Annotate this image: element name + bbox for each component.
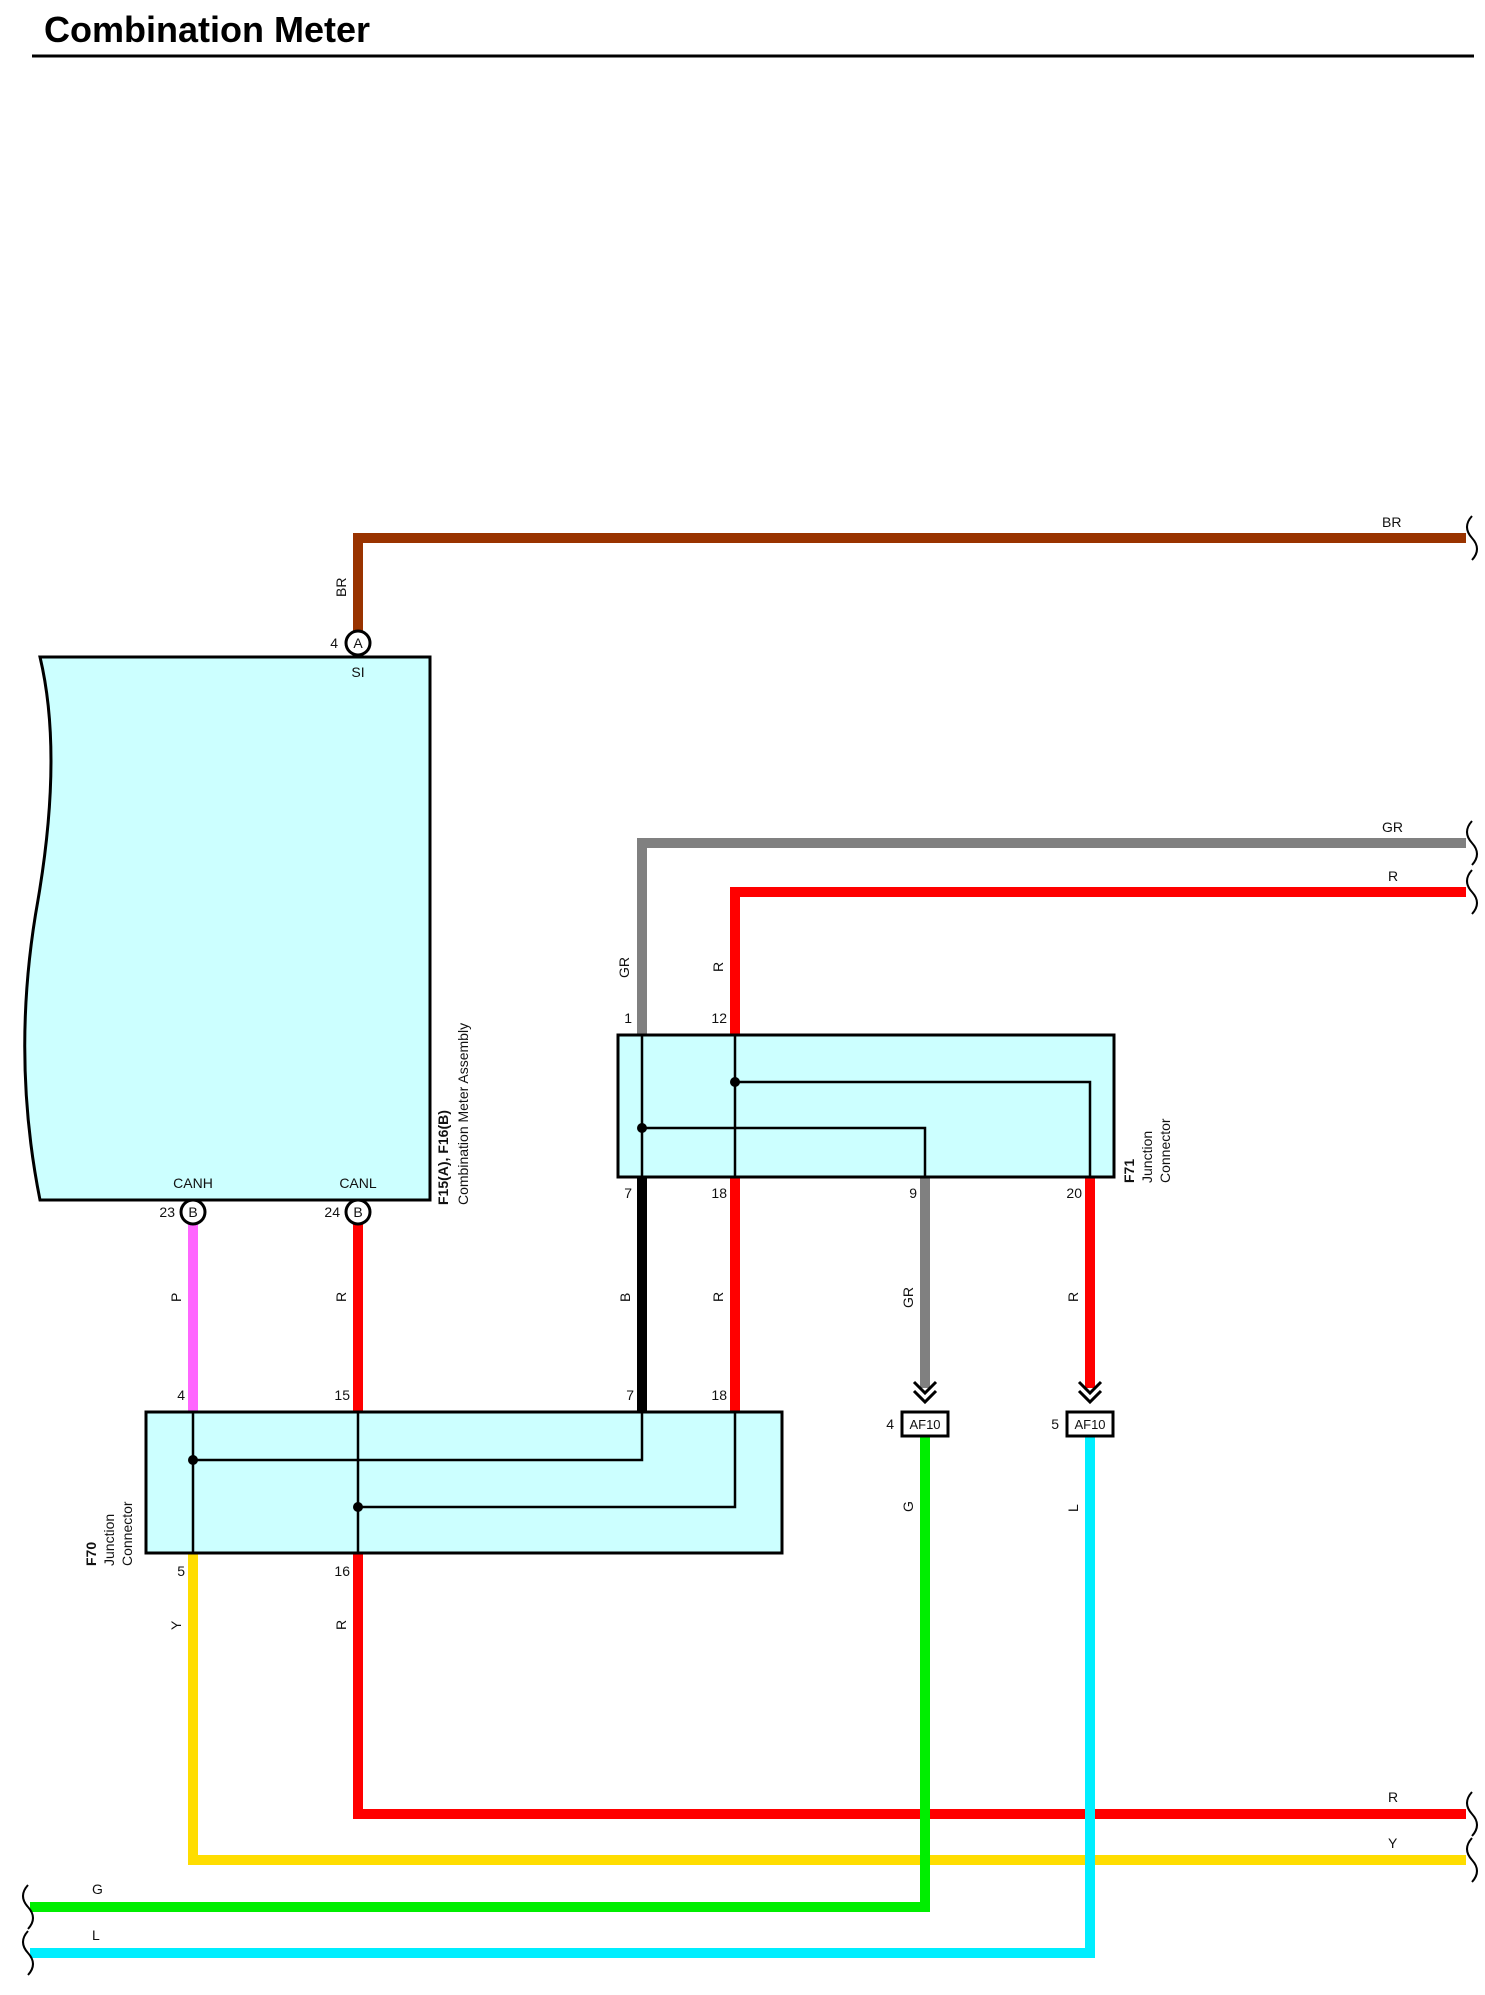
label-l-left: L xyxy=(92,1927,100,1943)
meter-pin-canl-label: CANL xyxy=(339,1175,377,1191)
f71-internal-traces xyxy=(640,1035,1092,1177)
label-r-mid: R xyxy=(710,1292,726,1302)
f70-pin-16: 16 xyxy=(334,1563,350,1579)
f70-pin-18: 18 xyxy=(711,1387,727,1403)
meter-description: Combination Meter Assembly xyxy=(455,1023,471,1205)
label-l-vert: L xyxy=(1065,1504,1081,1512)
wire-r-top xyxy=(730,887,1466,1035)
meter-pin-si-conn: A xyxy=(353,635,363,651)
af10-label-right: AF10 xyxy=(1074,1417,1105,1432)
wire-g xyxy=(30,1437,930,1912)
wire-break-marks-left xyxy=(22,1884,34,1976)
wire-r-bottom xyxy=(353,1553,1466,1819)
meter-pin-canh-conn: B xyxy=(188,1204,197,1220)
f71-id: F71 xyxy=(1121,1159,1137,1183)
af10-arrow-right xyxy=(1077,1380,1103,1405)
wire-br xyxy=(353,533,1466,632)
f70-pin-7: 7 xyxy=(626,1387,634,1403)
meter-pin-canl-num: 24 xyxy=(324,1204,340,1220)
af10-box-right xyxy=(1065,1410,1115,1438)
f71-pin-1: 1 xyxy=(624,1010,632,1026)
af10-label-left: AF10 xyxy=(909,1417,940,1432)
f71-pin-20: 20 xyxy=(1066,1185,1082,1201)
label-r-vert-top: R xyxy=(710,962,726,972)
f71-pin-7: 7 xyxy=(624,1185,632,1201)
wire-l xyxy=(30,1437,1095,1958)
label-g-left: G xyxy=(92,1881,103,1897)
af10-box-left xyxy=(900,1410,950,1438)
f70-desc-2: Connector xyxy=(119,1501,135,1566)
f70-junction-box xyxy=(144,1410,784,1555)
page-title: Combination Meter xyxy=(44,9,370,50)
f70-pin-15: 15 xyxy=(334,1387,350,1403)
label-r-low-vert: R xyxy=(333,1620,349,1630)
f71-splice-dot-r xyxy=(730,1077,740,1087)
wire-break-marks-right xyxy=(1466,515,1478,1883)
f71-desc-1: Junction xyxy=(1139,1131,1155,1183)
label-gr-vert: GR xyxy=(616,957,632,978)
label-br-right: BR xyxy=(1382,514,1401,530)
label-gr-af: GR xyxy=(900,1287,916,1308)
f70-pin-5: 5 xyxy=(177,1563,185,1579)
label-br-top: BR xyxy=(333,578,349,597)
label-y-right: Y xyxy=(1388,1835,1398,1851)
f71-junction-box xyxy=(616,1033,1116,1179)
label-r-af: R xyxy=(1065,1292,1081,1302)
meter-pin-si-circle xyxy=(344,629,372,657)
meter-pin-canh-label: CANH xyxy=(173,1175,213,1191)
af10-arrow-left xyxy=(912,1380,938,1405)
f70-internal-traces xyxy=(191,1412,737,1553)
f71-pin-18: 18 xyxy=(711,1185,727,1201)
combination-meter-box xyxy=(23,655,432,1202)
meter-pin-canh-circle xyxy=(179,1198,207,1226)
wire-gr-top xyxy=(637,838,1466,1035)
label-g-vert: G xyxy=(900,1501,916,1512)
f71-pin-9: 9 xyxy=(909,1185,917,1201)
f71-splice-dot-gr xyxy=(637,1123,647,1133)
f70-splice-dot-p xyxy=(188,1455,198,1465)
af10-pin-5: 5 xyxy=(1051,1416,1059,1432)
label-y-vert: Y xyxy=(168,1620,184,1630)
f71-desc-2: Connector xyxy=(1157,1118,1173,1183)
meter-pin-canl-circle xyxy=(344,1198,372,1226)
f70-splice-dot-r xyxy=(353,1502,363,1512)
f70-id: F70 xyxy=(83,1542,99,1566)
f70-pin-4: 4 xyxy=(177,1387,185,1403)
label-r-canl: R xyxy=(333,1292,349,1302)
meter-pin-canl-conn: B xyxy=(353,1204,362,1220)
label-r-right-bottom: R xyxy=(1388,1789,1398,1805)
meter-pin-canh-num: 23 xyxy=(159,1204,175,1220)
meter-pin-si-num: 4 xyxy=(330,635,338,651)
af10-pin-4: 4 xyxy=(886,1416,894,1432)
wire-y-bottom xyxy=(188,1553,1466,1865)
f70-desc-1: Junction xyxy=(101,1514,117,1566)
label-b: B xyxy=(617,1293,633,1302)
meter-pin-si-label: SI xyxy=(351,664,364,680)
meter-connector-ids: F15(A), F16(B) xyxy=(435,1110,451,1205)
f71-pin-12: 12 xyxy=(711,1010,727,1026)
label-gr-right: GR xyxy=(1382,819,1403,835)
label-r-right-top: R xyxy=(1388,868,1398,884)
label-p: P xyxy=(168,1293,184,1302)
